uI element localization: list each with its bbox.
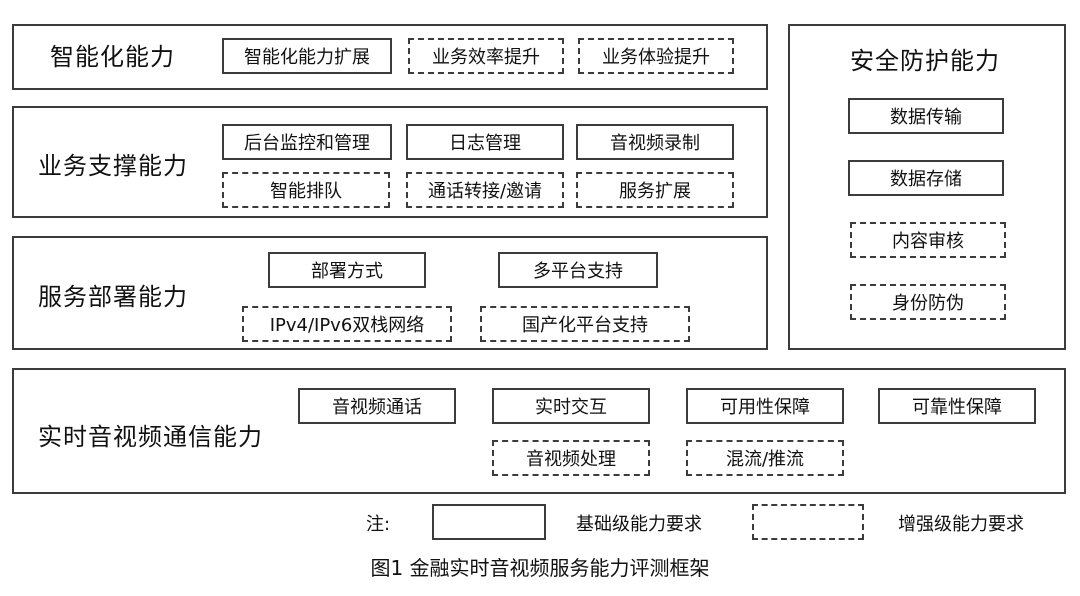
av-recording-item: 音视频录制 [576,124,734,160]
realtime-interaction-item: 实时交互 [492,388,650,424]
legend-enhanced-label: 增强级能力要求 [898,514,1024,535]
legend-note-label: 注: [366,514,391,535]
business-support-title: 业务支撑能力 [38,152,188,180]
realtime-av-title: 实时音视频通信能力 [38,423,263,451]
figure-caption: 图1 金融实时音视频服务能力评测框架 [370,556,710,580]
data-transmission-item: 数据传输 [848,98,1004,134]
reliability-item: 可靠性保障 [878,388,1036,424]
ipv4-ipv6-item: IPv4/IPv6双栈网络 [242,306,452,342]
content-review-item: 内容审核 [850,222,1006,258]
av-call-item: 音视频通话 [298,388,456,424]
business-efficiency-item: 业务效率提升 [408,38,564,74]
intelligent-extension-item: 智能化能力扩展 [222,38,392,74]
backend-monitoring-item: 后台监控和管理 [222,124,392,160]
av-processing-item: 音视频处理 [492,440,650,476]
data-storage-item: 数据存储 [848,160,1004,196]
domestic-platform-item: 国产化平台支持 [480,306,690,342]
legend-basic-label: 基础级能力要求 [576,514,702,535]
multi-platform-item: 多平台支持 [498,252,658,288]
deployment-method-item: 部署方式 [268,252,426,288]
intelligent-capability-title: 智能化能力 [50,43,175,71]
legend-enhanced-swatch [752,504,864,540]
mixing-streaming-item: 混流/推流 [686,440,844,476]
call-transfer-item: 通话转接/邀请 [406,172,564,208]
business-experience-item: 业务体验提升 [578,38,734,74]
security-title: 安全防护能力 [850,47,1000,75]
availability-item: 可用性保障 [686,388,844,424]
service-extension-item: 服务扩展 [576,172,734,208]
deployment-title: 服务部署能力 [38,283,188,311]
log-management-item: 日志管理 [406,124,564,160]
identity-anti-fraud-item: 身份防伪 [850,284,1006,320]
smart-queue-item: 智能排队 [222,172,390,208]
legend-basic-swatch [432,504,546,540]
